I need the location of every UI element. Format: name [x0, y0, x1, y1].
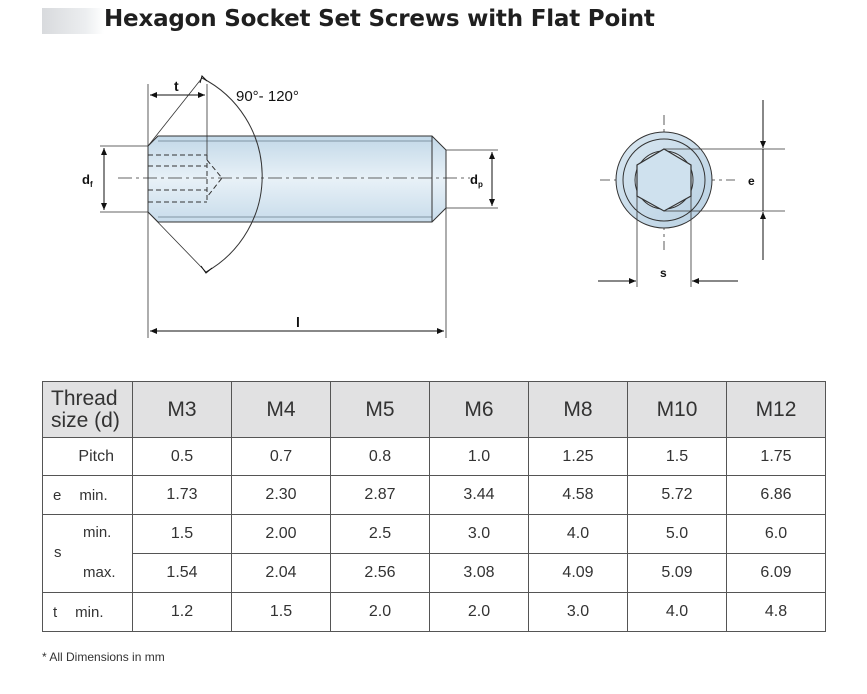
size-header: M6 — [429, 381, 529, 438]
table-cell: 6.09 — [726, 553, 826, 593]
table-cell: 1.54 — [132, 553, 232, 593]
table-cell: 6.86 — [726, 475, 826, 515]
row-label-e-min: e min. — [42, 475, 133, 515]
s-dimension-label: s — [660, 266, 667, 280]
table-cell: 1.5 — [132, 514, 232, 554]
l-dimension-label: l — [296, 314, 300, 330]
table-cell: 1.5 — [231, 592, 331, 632]
table-cell: 0.8 — [330, 437, 430, 476]
table-cell: 2.87 — [330, 475, 430, 515]
table-cell: 2.56 — [330, 553, 430, 593]
table-cell: 1.75 — [726, 437, 826, 476]
table-row-e-min: e min. 1.73 2.30 2.87 3.44 4.58 5.72 6.86 — [42, 475, 826, 515]
table-cell: 1.25 — [528, 437, 628, 476]
size-header: M10 — [627, 381, 727, 438]
table-cell: 4.0 — [627, 592, 727, 632]
s-label: s — [54, 544, 62, 561]
table-cell: 2.30 — [231, 475, 331, 515]
size-header: M12 — [726, 381, 826, 438]
table-cell: 5.0 — [627, 514, 727, 554]
e-dimension-label: e — [748, 174, 755, 188]
row-label-s-max: max. — [42, 553, 133, 593]
e-label: e — [53, 486, 62, 504]
page-title: Hexagon Socket Set Screws with Flat Poin… — [104, 6, 655, 32]
title-accent-bar — [42, 8, 104, 34]
table-cell: 3.0 — [429, 514, 529, 554]
dimensions-note: * All Dimensions in mm — [42, 650, 165, 664]
row-label-t-min: t min. — [42, 592, 133, 632]
table-cell: 4.8 — [726, 592, 826, 632]
table-cell: 6.0 — [726, 514, 826, 554]
end-view: e s — [598, 100, 785, 287]
table-cell: 1.73 — [132, 475, 232, 515]
angle-label: 90°- 120° — [236, 88, 299, 105]
table-cell: 4.09 — [528, 553, 628, 593]
dp-dimension-label: dp — [470, 172, 483, 189]
t-label: t — [53, 603, 58, 621]
row-label-pitch: Pitch — [42, 437, 133, 476]
table-cell: 0.5 — [132, 437, 232, 476]
table-cell: 5.09 — [627, 553, 727, 593]
s-min-label: min. — [83, 524, 112, 541]
table-cell: 2.0 — [330, 592, 430, 632]
table-cell: 1.2 — [132, 592, 232, 632]
table-cell: 5.72 — [627, 475, 727, 515]
min-label: min. — [79, 486, 108, 504]
table-cell: 4.0 — [528, 514, 628, 554]
df-dimension-label: df — [82, 172, 93, 189]
table-cell: 3.44 — [429, 475, 529, 515]
t-dimension-label: t — [174, 78, 179, 94]
table-cell: 2.0 — [429, 592, 529, 632]
table-cell: 0.7 — [231, 437, 331, 476]
table-row-t-min: t min. 1.2 1.5 2.0 2.0 3.0 4.0 4.8 — [42, 592, 826, 632]
table-cell: 3.08 — [429, 553, 529, 593]
table-cell: 3.0 — [528, 592, 628, 632]
table-cell: 2.00 — [231, 514, 331, 554]
screw-shaft — [147, 135, 447, 223]
size-header: M8 — [528, 381, 628, 438]
table-cell: 2.5 — [330, 514, 430, 554]
table-cell: 2.04 — [231, 553, 331, 593]
size-header: M5 — [330, 381, 430, 438]
row-label-s-min: min. s — [42, 514, 133, 561]
table-cell: 1.5 — [627, 437, 727, 476]
table-row-pitch: Pitch 0.5 0.7 0.8 1.0 1.25 1.5 1.75 — [42, 437, 826, 476]
size-header: M4 — [231, 381, 331, 438]
angle-arc — [201, 77, 263, 273]
socket-hidden-lines — [148, 154, 223, 203]
s-max-label: max. — [83, 563, 116, 581]
min-label: min. — [75, 603, 104, 621]
table-cell: 1.0 — [429, 437, 529, 476]
side-view: 90°- 120° t df dp l — [82, 75, 498, 338]
table-row-s-max: max. 1.54 2.04 2.56 3.08 4.09 5.09 6.09 — [42, 553, 826, 593]
size-header: M3 — [132, 381, 232, 438]
table-row-s-min: min. s 1.5 2.00 2.5 3.0 4.0 5.0 6.0 — [42, 514, 826, 561]
technical-drawing: 90°- 120° t df dp l e — [82, 75, 785, 338]
table-cell: 4.58 — [528, 475, 628, 515]
